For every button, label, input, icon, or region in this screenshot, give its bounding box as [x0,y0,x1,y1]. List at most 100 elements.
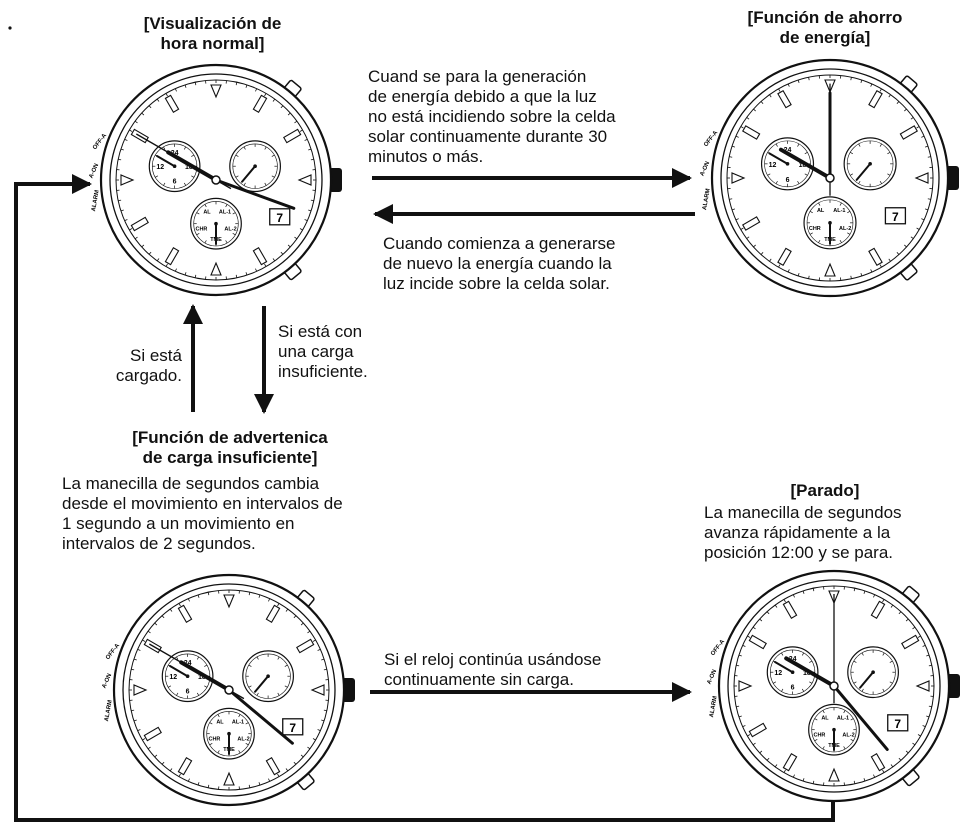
minute-tick [917,734,921,737]
minute-tick [165,93,168,97]
minute-tick [926,715,930,718]
subdial-tick [801,652,805,656]
minute-tick [760,252,764,255]
minute-tick [304,219,308,222]
transition-normal-to-saving-text: Cuand se para la generación de energía d… [368,67,616,167]
hour-marker-bar [252,247,268,266]
date-window [887,714,909,732]
subdial-tick [818,239,821,243]
minute-tick [280,105,284,109]
minute-tick [321,719,325,722]
subdial-pivot [266,674,270,678]
subdial-tick [191,154,195,157]
subdial-mode-label: AL [216,719,224,725]
subdial-tick [853,681,857,684]
subdial-tick [809,660,813,663]
minute-tick [910,117,914,120]
subdial-mode-label: AL-2 [842,732,854,738]
minute-tick [922,644,926,647]
minute-tick [778,264,781,268]
minute-tick [917,635,921,638]
normal-state-title: [Visualización de hora normal] [125,14,300,54]
warning-state-title: [Función de advertenica de carga insufic… [80,428,380,468]
subdial-tick [155,175,159,178]
date-window [884,207,907,225]
subdial-tick [879,180,882,184]
subdial-number: 18 [185,164,193,171]
subdial-tick [271,154,275,157]
subdial-tick [204,664,208,667]
minute-tick [264,93,267,97]
minute-tick [760,101,764,104]
minute-tick [879,264,882,268]
minute-tick [752,742,756,746]
minute-tick [321,658,325,661]
minute-tick [742,644,746,647]
minute-tick [134,236,138,240]
minute-tick [124,138,128,141]
hour-marker-bar [870,600,886,619]
hour-marker-triangle [738,680,753,692]
subdial-tick [801,688,805,692]
subdial-tick [243,146,246,150]
minute-tick [161,761,165,765]
minute-tick [735,135,739,138]
subdial-tick [238,714,241,718]
minute-tick [759,750,763,754]
minute-tick [905,618,909,622]
minute-tick [850,275,852,279]
subdial-tick [245,743,249,746]
side-label: ALARM [104,700,114,722]
minute-tick [752,626,756,630]
minute-tick [882,599,885,603]
minute-tick [759,618,763,622]
text-line: desde el movimiento en intervalos de [62,494,343,513]
subdial-mode-label: CHR [195,226,207,232]
subdial-tick [176,656,179,660]
minute-tick [277,603,280,607]
minute-hand [227,688,294,745]
minute-tick [255,88,258,92]
minute-tick [853,588,856,592]
minute-tick [142,738,146,741]
subdial-tick [191,175,195,178]
minute-tick [307,746,311,750]
minute-tick [870,83,873,87]
minute-tick [888,94,891,98]
subdial-mode-label: AL [821,715,829,721]
side-label: A-ON [707,669,719,685]
minute-tick [747,734,751,737]
subdial-mode-label: CHR [809,226,821,232]
minute-tick [924,145,929,148]
minute-tick [147,630,151,634]
minute-tick [898,757,902,761]
subdial-pivot [871,670,875,674]
date-number: 7 [892,210,899,224]
subdial-tick [243,182,246,186]
side-label: ALARM [91,190,101,212]
subdial-tick [196,212,200,215]
subdial-tick [809,211,813,214]
bezel-ring [122,583,336,797]
subdial-tick [271,175,275,178]
transition-warning-to-stopped-text: Si el reloj continúa usándose continuame… [384,650,601,690]
subdial-tick [822,746,825,750]
center-pivot [825,173,835,183]
warning-title-line2: de carga insuficiente] [142,448,318,467]
minute-tick [287,244,291,248]
minute-tick [118,158,122,161]
text-line: continuamente sin carga. [384,670,574,689]
minute-tick [774,764,778,768]
subdial-tick [781,688,784,692]
minute-tick [797,79,800,84]
subdial-tick [804,152,808,155]
minute-tick [129,129,133,132]
subdial-tick [232,233,236,236]
subdial-tick [858,180,861,184]
minute-tick [307,630,311,634]
hour-marker-bar [265,604,281,623]
hour-hand [784,656,836,688]
subdial-tick [853,660,857,663]
minute-tick [264,263,267,267]
minute-tick [896,252,900,255]
